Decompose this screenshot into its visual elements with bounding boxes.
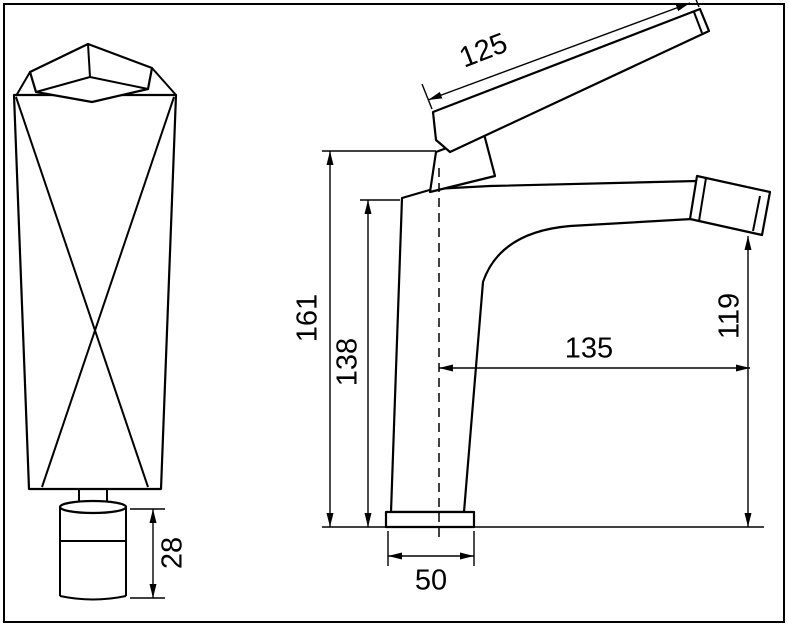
front-knob-ridge [89, 76, 149, 90]
front-knob-edge [151, 67, 177, 96]
side-body-outline [389, 179, 699, 514]
dimension-label-overall-height: 161 [292, 294, 324, 342]
front-knob-edge [15, 71, 31, 97]
side-nozzle [688, 174, 772, 237]
dimension-aerator-height: 28 [130, 508, 189, 599]
dimension-label-spout-height: 119 [714, 293, 746, 339]
front-facet-line [15, 96, 149, 488]
dimension-overall-height: 161 [292, 150, 436, 528]
side-nozzle-face [752, 195, 761, 232]
front-aerator-bottom [59, 595, 127, 601]
front-handle-knob [28, 42, 154, 104]
dimension-line [427, 2, 691, 101]
extension-line [421, 83, 433, 110]
dimension-label-handle-length: 125 [455, 27, 512, 74]
front-view [12, 42, 178, 601]
dimension-label-spout-reach: 135 [565, 333, 613, 365]
front-facet-line [41, 96, 175, 488]
side-base-flange [384, 510, 476, 529]
dimension-body-height: 138 [332, 199, 400, 527]
drawing-border [3, 3, 785, 623]
front-knob-ridge [35, 76, 91, 93]
dimension-label-aerator-height: 28 [157, 537, 189, 569]
dimension-base-width: 50 [387, 531, 475, 597]
side-view [384, 7, 772, 542]
front-body-outline [12, 93, 178, 491]
side-lever-handle [431, 7, 711, 154]
front-knob-ridge [87, 43, 91, 78]
side-lever-end-cap [693, 11, 703, 34]
side-nozzle-collar [698, 177, 707, 222]
front-aerator-top [58, 499, 128, 515]
dimension-spout-reach: 135 [439, 333, 750, 372]
dimension-label-base-width: 50 [415, 565, 447, 597]
dimension-label-body-height: 138 [332, 338, 364, 386]
dimension-spout-height: 119 [474, 236, 764, 528]
extension-line [695, 0, 700, 8]
